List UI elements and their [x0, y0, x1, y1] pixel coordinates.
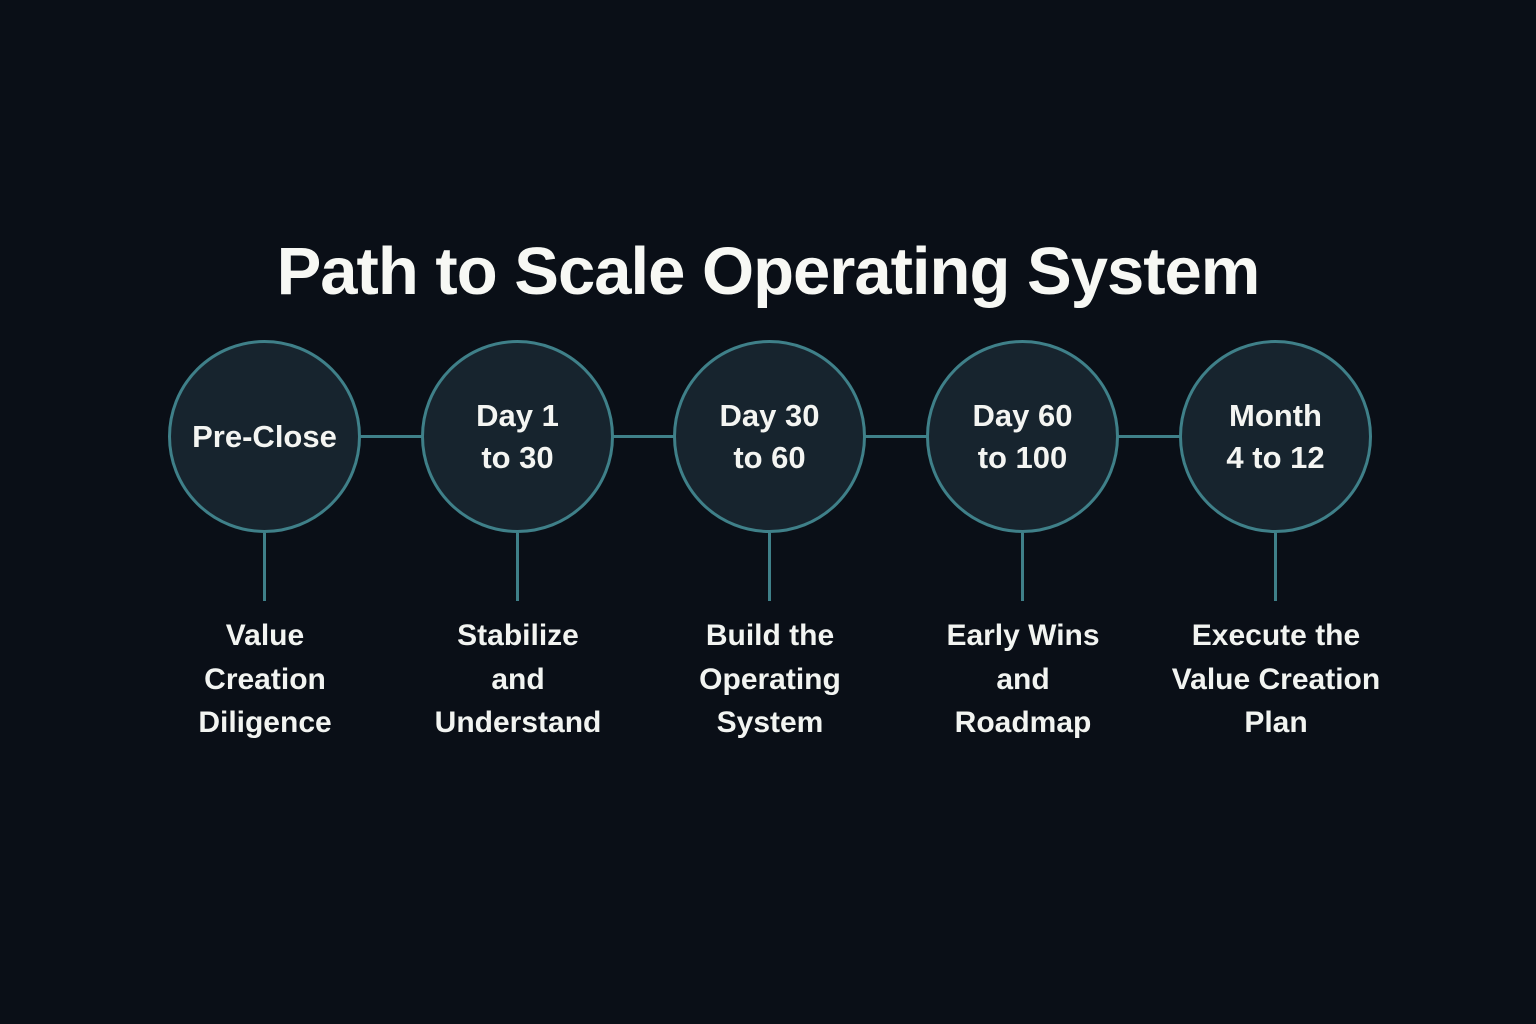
stage-circle: Day 60 to 100: [926, 340, 1119, 533]
stage-label: Day 60 to 100: [972, 397, 1073, 475]
connector-stub: [1021, 533, 1024, 601]
connector-stub: [263, 533, 266, 601]
phase-description: Value Creation Diligence: [198, 619, 332, 739]
stage-label: Month 4 to 12: [1226, 397, 1325, 475]
phase-description: Stabilize and Understand: [434, 619, 602, 739]
page-title: Path to Scale Operating System: [276, 233, 1261, 309]
phase-description: Build the Operating System: [699, 619, 841, 739]
connector-stub: [516, 533, 519, 601]
stage-circle: Pre-Close: [168, 340, 361, 533]
stage-circle: Day 30 to 60: [673, 340, 866, 533]
phase-description: Execute the Value Creation Plan: [1171, 619, 1381, 739]
phase-description: Early Wins and Roadmap: [946, 619, 1100, 739]
stage-label: Day 1 to 30: [476, 397, 559, 475]
stage-label: Day 30 to 60: [719, 397, 820, 475]
connector-stub: [768, 533, 771, 601]
stage-label: Pre-Close: [192, 418, 337, 454]
stage-circle: Day 1 to 30: [421, 340, 614, 533]
stage-circle: Month 4 to 12: [1179, 340, 1372, 533]
connector-stub: [1274, 533, 1277, 601]
